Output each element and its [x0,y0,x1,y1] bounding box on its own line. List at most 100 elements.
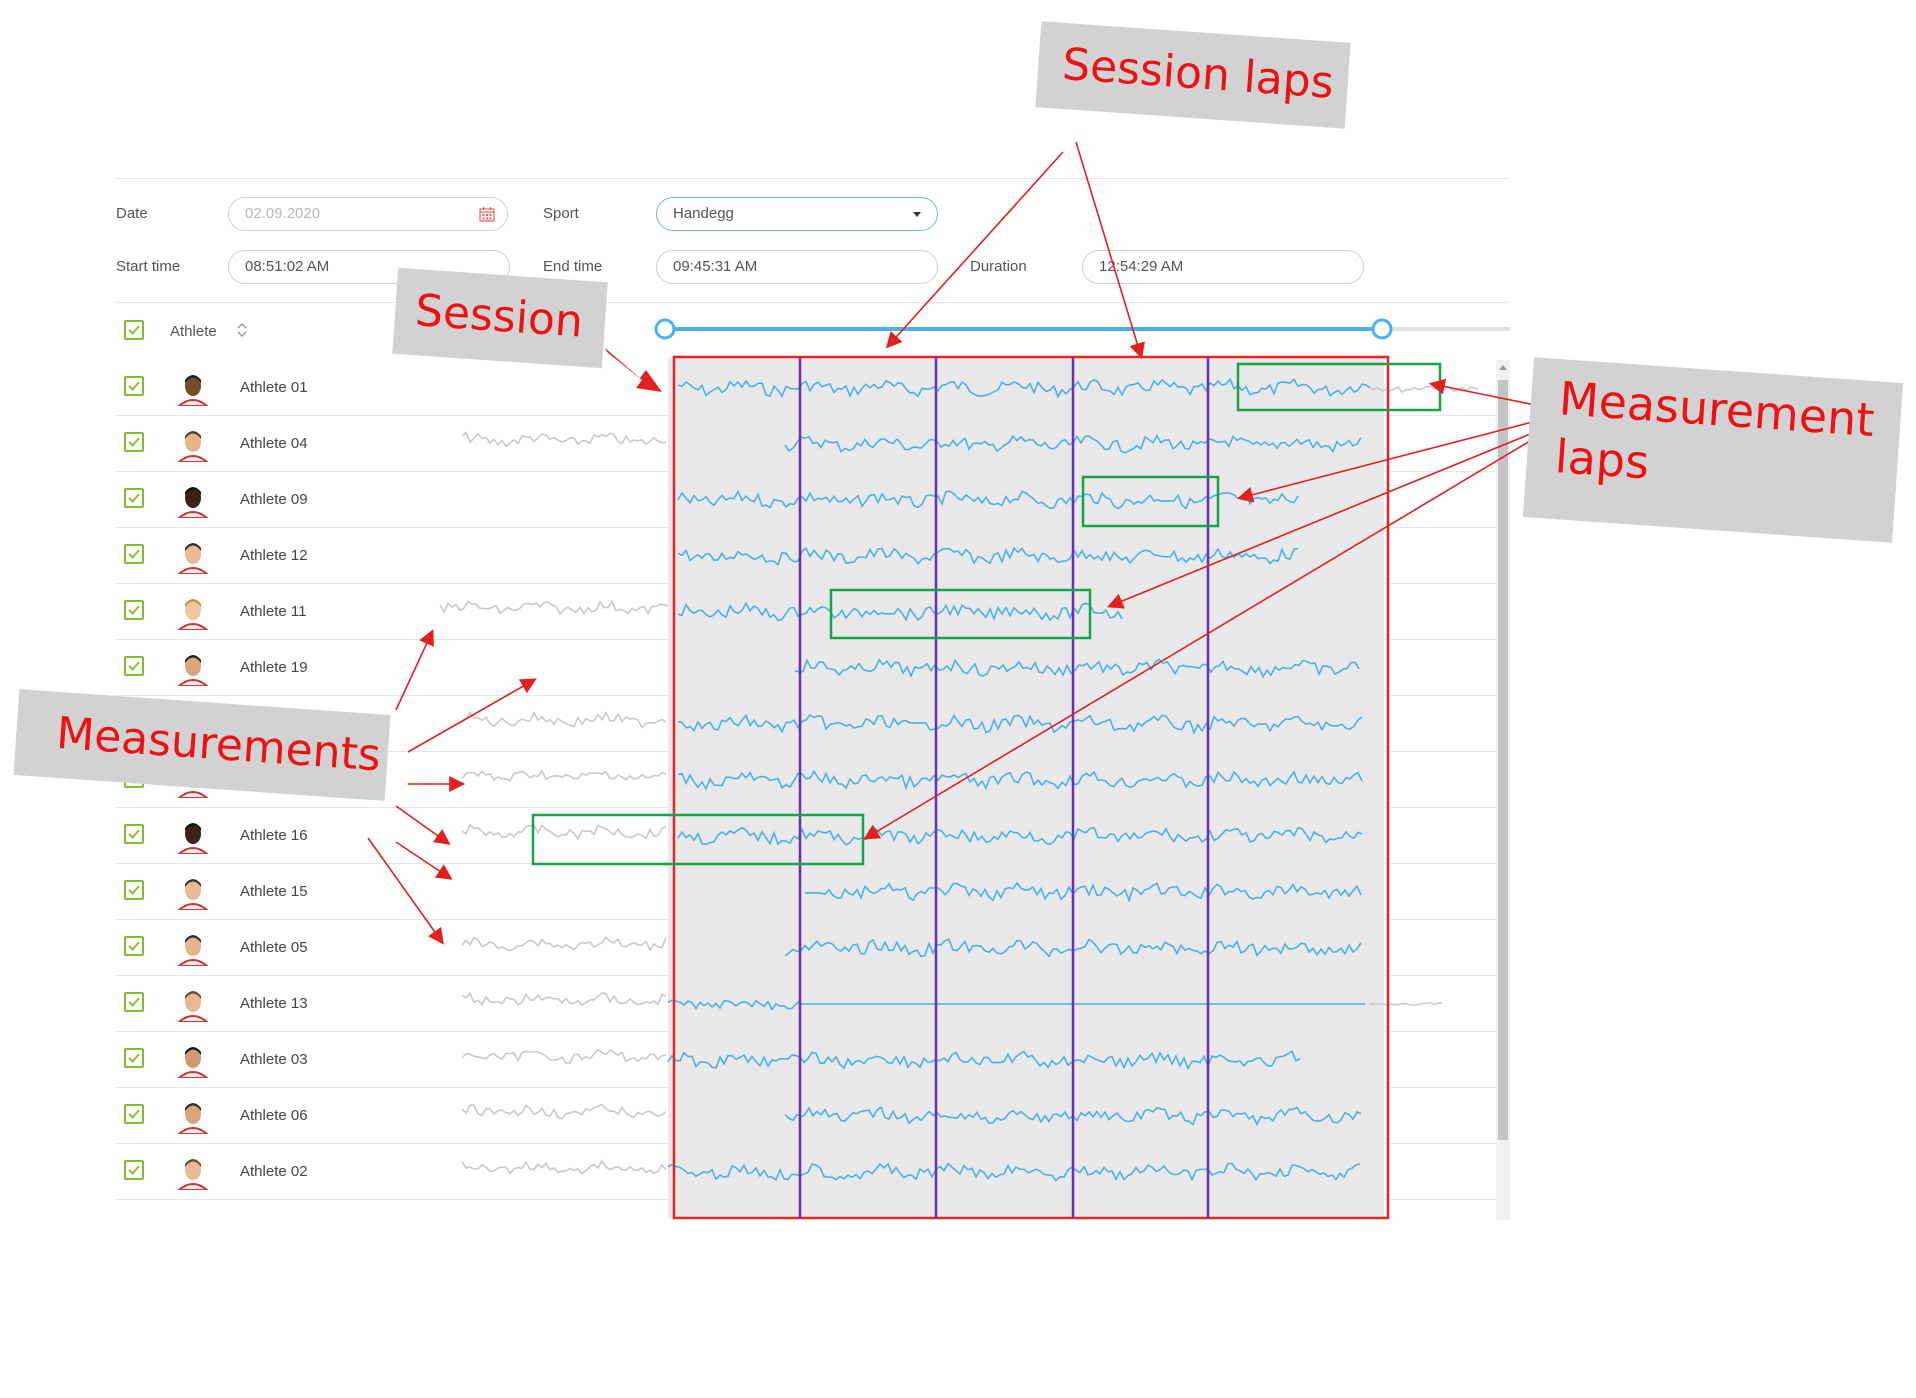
avatar [177,543,209,574]
athlete-name: Athlete 02 [240,1163,308,1180]
athlete-name: Athlete 06 [240,1107,308,1124]
annotation-session: Session [392,267,608,369]
avatar [177,655,209,686]
avatar [177,1103,209,1134]
measurement-trace [677,601,1123,622]
end-time-field[interactable]: 09:45:31 AM [656,250,938,284]
row-checkbox[interactable] [124,880,144,900]
athlete-name: Athlete 19 [240,659,308,676]
athlete-name: Athlete 13 [240,995,308,1012]
row-checkbox[interactable] [124,1104,144,1124]
start-time-label: Start time [116,258,181,275]
athlete-name: Athlete 04 [240,435,308,452]
athlete-name: Athlete 01 [240,379,308,396]
annotation-measurements-text: Measurements [54,707,383,782]
athlete-name: Athlete 09 [240,491,308,508]
measurement-trace [677,826,1363,846]
sport-select[interactable]: Handegg [656,197,938,231]
calendar-icon[interactable] [479,206,495,222]
row-checkbox[interactable] [124,656,144,676]
annotation-session-laps-text: Session laps [1060,38,1336,109]
measurement-trace [805,881,1362,903]
annotation-measurement-laps: Measurement laps [1522,357,1904,543]
check-icon [128,997,140,1007]
date-field[interactable]: 02.09.2020 [228,197,508,231]
duration-label: Duration [970,258,1027,275]
check-icon [128,1109,140,1119]
sort-icon[interactable] [236,321,248,339]
scrollbar-thumb[interactable] [1498,380,1508,1140]
measurement-lap-frame [829,588,1092,640]
annotation-arrow [1107,429,1541,609]
measurement-trace-gray [461,710,667,729]
avatar [177,935,209,966]
range-slider-start-handle[interactable] [654,318,676,340]
row-checkbox[interactable] [124,1160,144,1180]
row-checkbox[interactable] [124,1048,144,1068]
annotation-arrow [1075,141,1145,360]
duration-field[interactable]: 12:54:29 AM [1082,250,1364,284]
annotation-measurement-laps-text-2: laps [1553,429,1651,490]
row-checkbox[interactable] [124,936,144,956]
check-icon [128,325,140,335]
range-slider-end-handle[interactable] [1371,318,1393,340]
row-checkbox[interactable] [124,376,144,396]
athlete-name: Athlete 05 [240,939,308,956]
annotation-session-text: Session [413,285,585,348]
check-icon [128,605,140,615]
athlete-name: Athlete 11 [240,603,307,620]
annotation-arrow [885,151,1064,349]
check-icon [128,549,140,559]
athlete-name: Athlete 12 [240,547,308,564]
measurement-trace-gray [1369,383,1479,394]
sport-value: Handegg [673,205,734,222]
annotation-arrow [395,805,451,845]
measurement-trace-gray [461,431,667,448]
start-time-value: 08:51:02 AM [245,258,330,275]
avatar [177,823,209,854]
avatar [177,879,209,910]
measurement-trace-gray [1369,1001,1443,1006]
select-all-checkbox[interactable] [124,320,144,340]
session-frame [672,355,1390,1220]
annotation-arrow [395,841,453,880]
scroll-up-icon[interactable] [1499,365,1507,370]
check-icon [128,885,140,895]
row-checkbox[interactable] [124,488,144,508]
measurement-trace [667,1050,1301,1071]
check-icon [128,829,140,839]
row-checkbox[interactable] [124,992,144,1012]
athlete-column-header[interactable]: Athlete [170,323,217,340]
chevron-down-icon[interactable] [913,212,921,217]
end-time-value: 09:45:31 AM [673,258,758,275]
avatar [177,599,209,630]
check-icon [128,381,140,391]
session-area [668,358,1384,1218]
measurement-trace [677,489,1299,510]
row-checkbox[interactable] [124,824,144,844]
row-checkbox[interactable] [124,600,144,620]
measurement-lap-frame [531,813,865,866]
measurement-trace [667,999,801,1012]
measurement-trace-gray [461,823,667,841]
row-checkbox[interactable] [124,432,144,452]
measurement-trace-gray [461,991,667,1007]
date-value: 02.09.2020 [245,205,321,222]
avatar [177,991,209,1022]
annotation-arrow-session [605,348,662,392]
measurement-trace-gray [461,1048,667,1064]
avatar [177,1159,209,1190]
annotation-arrow [367,837,444,945]
annotation-arrow [407,678,537,753]
annotation-arrow [1236,419,1541,503]
row-checkbox[interactable] [124,544,144,564]
measurement-trace-gray [439,599,669,616]
annotation-arrow [395,629,434,711]
avatar [177,487,209,518]
athlete-name: Athlete 16 [240,827,308,844]
measurement-trace-gray [461,1159,667,1175]
measurement-lap-frame [1081,475,1220,528]
avatar [177,431,209,462]
